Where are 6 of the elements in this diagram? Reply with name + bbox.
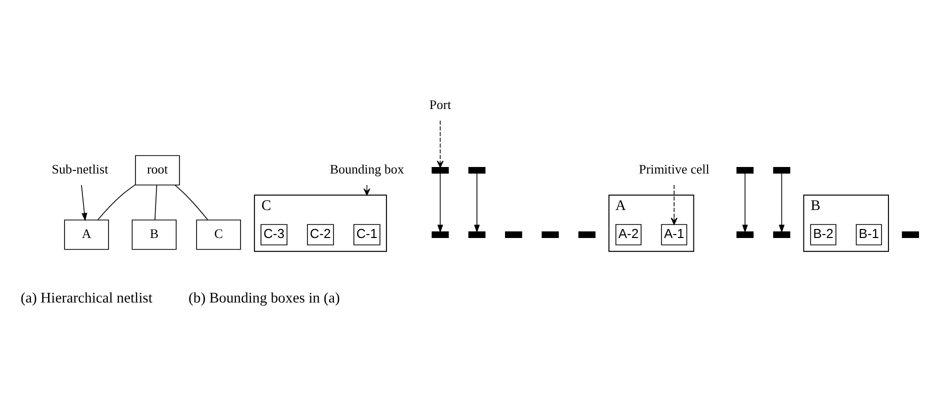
node-text: Sub-netlist [52,161,108,176]
node-text: Bounding box [330,161,404,176]
node-text: Primitive cell [638,161,710,176]
label: (b) Bounding boxes in (a) [188,290,340,307]
label: (a) Hierarchical netlist [20,290,152,307]
node-text: Port [429,97,452,112]
